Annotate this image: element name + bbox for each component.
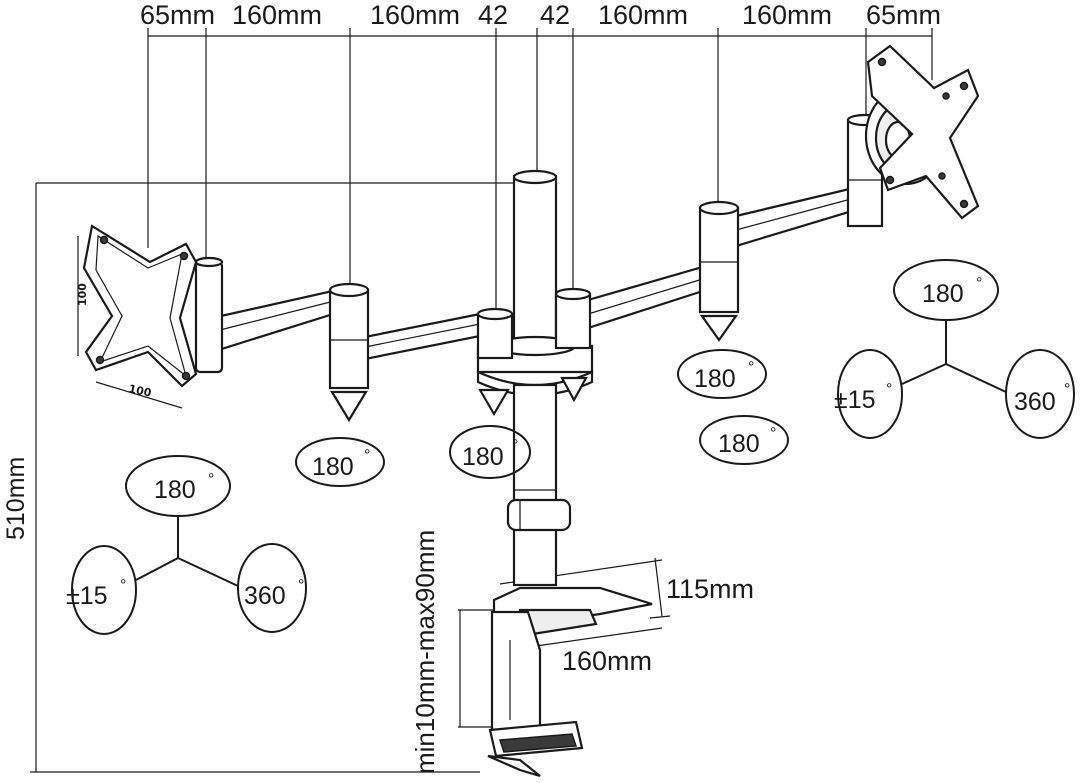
rotation-indicator-joint-right-lower: 180 ° xyxy=(699,415,789,465)
dim-label-42-right: 42 xyxy=(540,0,570,30)
tilt-label: 180 xyxy=(154,476,196,504)
svg-text:°: ° xyxy=(512,437,518,454)
svg-text:°: ° xyxy=(886,381,892,398)
vesa-label-vertical: 100 xyxy=(76,283,89,306)
tilt-label: 180 xyxy=(922,280,964,308)
svg-text:°: ° xyxy=(770,425,776,442)
rotation-indicator-joint-left: 180 ° xyxy=(295,437,385,487)
svg-text:°: ° xyxy=(976,275,982,292)
rotation-label: 180 xyxy=(718,430,760,458)
dim-label-65mm-left: 65mm xyxy=(140,0,215,30)
right-vesa-plate xyxy=(864,44,980,220)
base-width-label: 160mm xyxy=(562,646,652,676)
right-arm xyxy=(554,113,884,403)
dim-label-160mm-4: 160mm xyxy=(742,0,832,30)
clamp-range-label: min10mm-max90mm xyxy=(410,530,440,774)
rotation-indicator-head-right: 180 ° ±15 ° 360 ° xyxy=(834,259,1075,439)
swivel-label: ±15 xyxy=(834,386,876,414)
svg-text:°: ° xyxy=(1064,381,1070,398)
vesa-label-horizontal: 100 xyxy=(127,382,153,400)
top-dimension-labels: 65mm 160mm 160mm 42 42 160mm 160mm 65mm xyxy=(140,0,941,30)
pole-and-clamp xyxy=(476,169,653,778)
svg-text:°: ° xyxy=(364,447,370,464)
left-vesa-plate xyxy=(77,224,224,409)
dim-label-160mm-1: 160mm xyxy=(232,0,322,30)
dimension-lines xyxy=(30,28,933,773)
svg-text:°: ° xyxy=(298,577,304,594)
swivel-label: ±15 xyxy=(66,582,108,610)
left-arm xyxy=(210,282,514,423)
svg-text:°: ° xyxy=(208,471,214,488)
dim-label-42-left: 42 xyxy=(478,0,508,30)
rotation-label: 180 xyxy=(462,443,504,471)
rotation-indicator-head-left: 180 ° ±15 ° 360 ° xyxy=(66,455,307,635)
rotation-indicator-joint-center: 180 ° xyxy=(449,425,531,479)
svg-text:°: ° xyxy=(748,359,754,376)
rotate-label: 360 xyxy=(1014,388,1056,416)
base-depth-label: 115mm xyxy=(666,574,754,604)
dim-label-160mm-2: 160mm xyxy=(370,0,460,30)
rotation-indicator-joint-right-upper: 180 ° xyxy=(677,349,767,399)
dim-label-160mm-3: 160mm xyxy=(598,0,688,30)
rotate-label: 360 xyxy=(244,582,286,610)
height-label: 510mm xyxy=(2,457,30,540)
rotation-label: 180 xyxy=(694,365,736,393)
svg-text:°: ° xyxy=(120,577,126,594)
dim-label-65mm-right: 65mm xyxy=(866,0,941,30)
rotation-label: 180 xyxy=(312,453,354,481)
